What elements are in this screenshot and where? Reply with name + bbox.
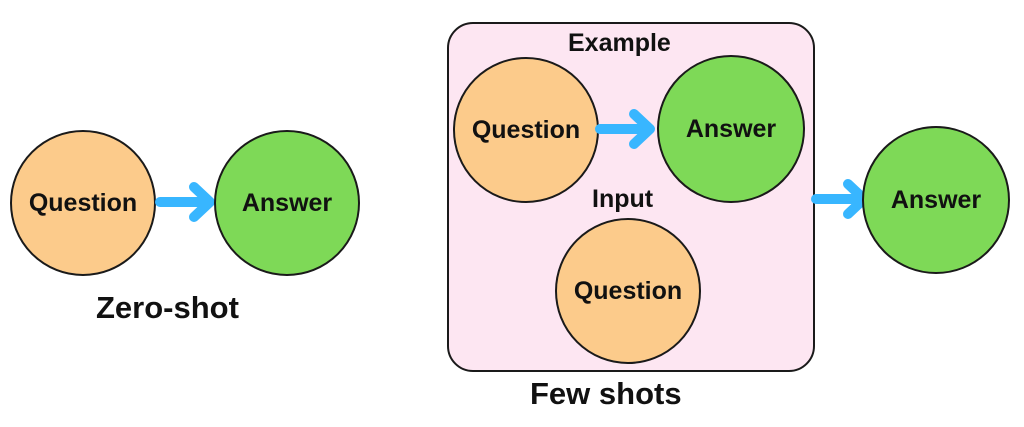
few-shot-caption: Few shots	[530, 376, 682, 411]
zero-shot-answer-label: Answer	[241, 188, 333, 217]
example-answer-node: Answer	[657, 55, 805, 203]
example-question-label: Question	[471, 115, 581, 144]
example-title: Example	[568, 29, 671, 57]
example-arrow-icon	[595, 109, 655, 149]
zero-shot-arrow-icon	[155, 182, 215, 222]
zero-shot-caption: Zero-shot	[96, 290, 239, 325]
example-question-node: Question	[453, 57, 599, 203]
input-question-label: Question	[573, 276, 683, 305]
zero-shot-answer-node: Answer	[214, 130, 360, 276]
few-shot-output-answer-node: Answer	[862, 126, 1010, 274]
input-title: Input	[592, 185, 654, 213]
zero-shot-question-node: Question	[10, 130, 156, 276]
zero-shot-question-label: Question	[28, 188, 138, 217]
example-answer-label: Answer	[685, 114, 777, 143]
input-question-node: Question	[555, 218, 701, 364]
few-shot-output-answer-label: Answer	[890, 185, 982, 214]
